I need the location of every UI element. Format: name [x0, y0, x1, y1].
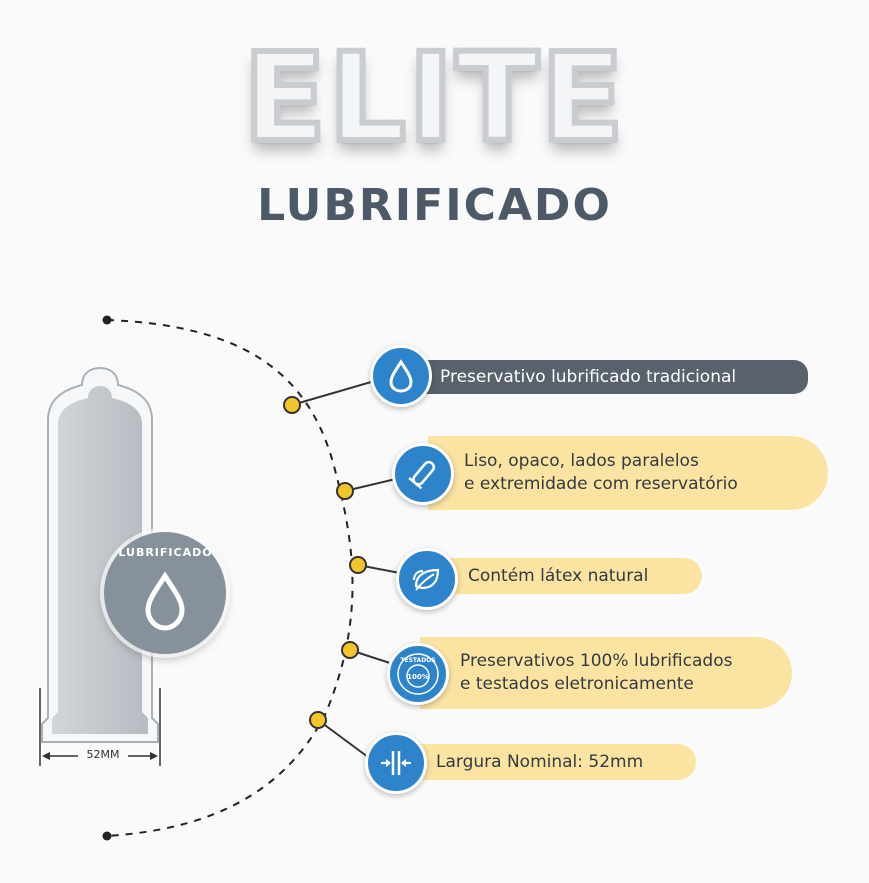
connector-lines — [291, 379, 406, 761]
feature-text-line2: e testados eletronicamente — [460, 674, 694, 694]
feature-pill-tested: Preservativos 100% lubrificados e testad… — [420, 637, 792, 709]
leaf-icon — [413, 568, 440, 591]
dashed-arc — [106, 319, 354, 837]
lubricated-badge — [104, 532, 226, 654]
product-subtitle: LUBRIFICADO — [257, 180, 612, 231]
condom-icon — [408, 460, 436, 490]
feature-text-line1: Liso, opaco, lados paralelos — [464, 451, 699, 471]
water-drop-icon — [389, 359, 413, 393]
feature-pill-shape: Liso, opaco, lados paralelos e extremida… — [428, 436, 828, 510]
feature-icon-shape — [392, 443, 454, 505]
feature-icon-width — [365, 732, 427, 794]
feature-icon-latex — [396, 548, 458, 610]
feature-icon-tested: TESTADOS 100% — [387, 643, 449, 705]
feature-pill-latex: Contém látex natural — [428, 558, 702, 594]
seal-center-text: 100% — [407, 673, 429, 681]
condom-illustration — [41, 366, 159, 743]
feature-text: Preservativo lubrificado tradicional — [440, 366, 737, 387]
feature-text: Largura Nominal: 52mm — [436, 751, 644, 772]
feature-text-line2: e extremidade com reservatório — [464, 474, 738, 494]
water-drop-icon — [145, 571, 185, 631]
width-label: 52MM — [78, 748, 128, 761]
connector-dots — [283, 396, 367, 729]
arc-end-dot — [102, 831, 112, 841]
width-dimension — [39, 688, 161, 766]
seal-top-text: TESTADOS — [400, 657, 435, 664]
feature-text-line1: Preservativos 100% lubrificados — [460, 651, 733, 671]
width-arrows-icon — [381, 751, 411, 775]
feature-icon-lubricated — [370, 345, 432, 407]
arc-start-dot — [102, 315, 112, 325]
feature-pill-lubricated: Preservativo lubrificado tradicional — [404, 360, 808, 394]
brand-logo-text: ELITE — [240, 25, 627, 171]
tested-seal-icon: TESTADOS 100% — [397, 653, 439, 695]
feature-pill-width: Largura Nominal: 52mm — [400, 744, 696, 780]
feature-text: Contém látex natural — [468, 565, 649, 586]
badge-label: LUBRIFICADO — [118, 546, 213, 559]
